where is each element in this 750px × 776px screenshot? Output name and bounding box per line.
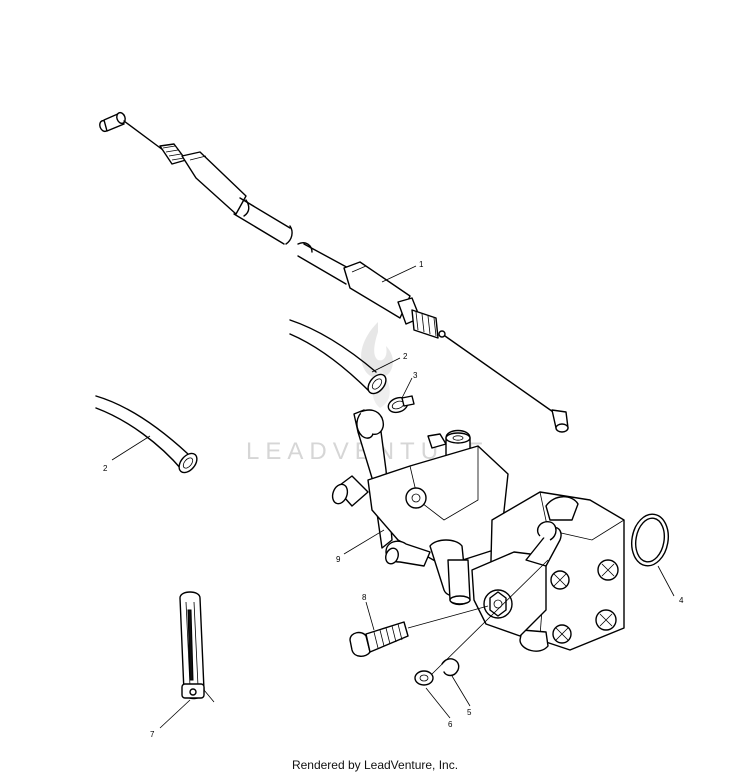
- callout-1: 1: [419, 260, 424, 269]
- callout-9: 9: [336, 555, 341, 564]
- part-5-clip: [441, 658, 460, 677]
- part-2-hose-lower: [95, 395, 198, 474]
- callout-2-lower-hose: 2: [103, 464, 108, 473]
- callout-7: 7: [150, 730, 155, 739]
- part-6-washer: [414, 670, 434, 686]
- leader-lines: [111, 265, 675, 729]
- callout-8: 8: [362, 593, 367, 602]
- part-7-sight-gauge: [179, 591, 205, 700]
- watermark-flame-logo: [361, 322, 393, 408]
- part-8-bolt: [349, 605, 489, 657]
- part-4-o-ring: [631, 513, 669, 567]
- part-2-hose-upper: [289, 319, 387, 395]
- callout-3: 3: [413, 371, 418, 380]
- part-1-cable: [99, 111, 569, 433]
- callout-2-upper-hose: 2: [403, 352, 408, 361]
- callout-6: 6: [448, 720, 453, 729]
- callout-4: 4: [679, 596, 684, 605]
- callout-numbers: 1 2 3 2 9 8 7 6 5 4: [103, 260, 684, 739]
- part-3-hose-clamp: [387, 395, 415, 414]
- cover-screws: [550, 559, 619, 644]
- callout-5: 5: [467, 708, 472, 717]
- oil-pump-body: [331, 429, 625, 652]
- footer-credit: Rendered by LeadVenture, Inc.: [291, 758, 459, 772]
